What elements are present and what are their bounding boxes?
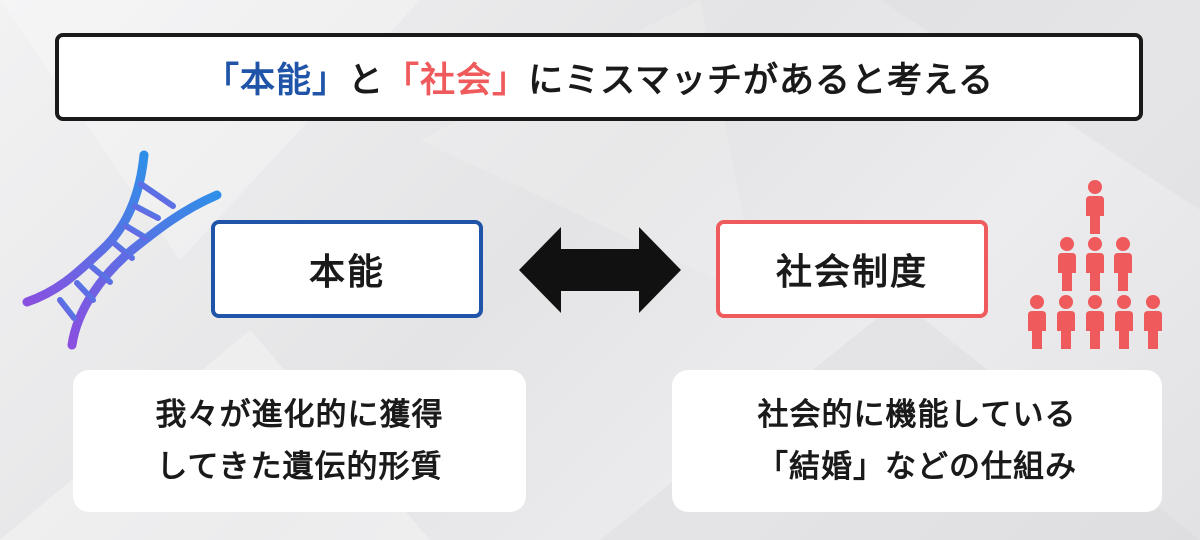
- person-icon: [1115, 295, 1133, 349]
- headline-instinct: 本能: [240, 60, 313, 101]
- society-description: 社会的に機能している 「結婚」などの仕組み: [672, 370, 1162, 512]
- instinct-description-line-1: 我々が進化的に獲得: [155, 397, 444, 433]
- instinct-label: 本能: [308, 252, 385, 293]
- headline-quote-open-1: 「: [203, 60, 240, 101]
- society-label-box: 社会制度: [716, 220, 988, 318]
- society-description-line-2: 「結婚」などの仕組み: [757, 449, 1077, 485]
- headline-society: 社会: [420, 60, 493, 101]
- person-icon: [1028, 295, 1046, 349]
- people-pyramid-icon: [1028, 180, 1162, 349]
- person-icon: [1058, 237, 1076, 291]
- headline-quote-open-2: 「: [384, 60, 421, 101]
- person-icon: [1086, 237, 1104, 291]
- person-icon: [1114, 237, 1132, 291]
- instinct-label-box: 本能: [211, 220, 483, 318]
- person-icon: [1057, 295, 1075, 349]
- dna-icon: [22, 150, 222, 350]
- headline-banner: 「本能」と「社会」にミスマッチがあると考える: [55, 33, 1143, 121]
- instinct-description-line-2: してきた遺伝的形質: [156, 449, 443, 485]
- society-label: 社会制度: [775, 252, 928, 293]
- society-description-line-1: 社会的に機能している: [757, 397, 1077, 433]
- headline-quote-close-1: 」: [312, 60, 349, 101]
- person-icon: [1086, 295, 1104, 349]
- headline-quote-close-2: 」: [492, 60, 529, 101]
- person-icon: [1144, 295, 1162, 349]
- person-icon: [1086, 180, 1104, 234]
- double-arrow-icon: [519, 227, 681, 313]
- headline-and: と: [348, 60, 385, 101]
- instinct-description: 我々が進化的に獲得 してきた遺伝的形質: [73, 370, 526, 512]
- headline-rest: にミスマッチがあると考える: [528, 60, 994, 101]
